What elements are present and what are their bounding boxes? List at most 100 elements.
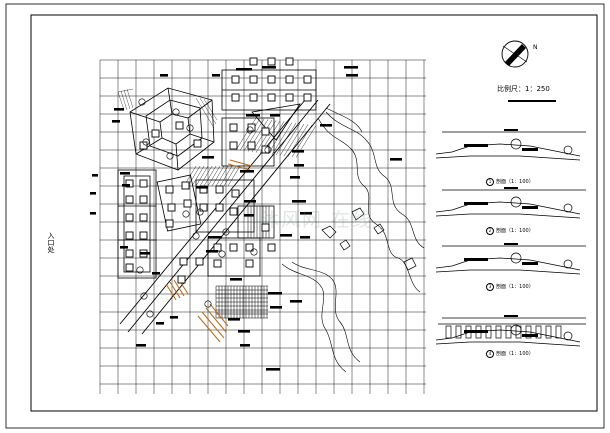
annotation-bar	[230, 278, 242, 281]
hatch-line	[187, 165, 201, 187]
section-slab	[522, 334, 538, 337]
section-column	[475, 325, 482, 339]
annotation-bar	[202, 156, 214, 159]
column-modules	[125, 57, 312, 284]
annotation-bar	[244, 200, 256, 203]
section-slab	[464, 258, 488, 261]
hatch-line	[255, 120, 277, 153]
section-caption-text-3: 剖面（1：100）	[496, 284, 534, 290]
tree-marker	[246, 126, 254, 134]
section-slab	[464, 144, 488, 147]
tree-marker	[196, 208, 204, 216]
section-caption-text-1: 剖面（1：100）	[496, 179, 534, 185]
module-square	[125, 249, 134, 258]
dense-hatch-area	[215, 206, 270, 319]
section-tag	[504, 243, 518, 245]
annotation-bar	[240, 344, 250, 347]
section-tree	[563, 203, 573, 213]
hatch-line	[267, 121, 289, 155]
annotation-bar	[280, 234, 292, 237]
annotation-bar	[292, 200, 306, 203]
hatch-line	[215, 165, 229, 187]
annotation-bar	[140, 252, 150, 255]
tree-marker	[264, 146, 272, 154]
section-column	[545, 325, 552, 339]
section-column	[495, 325, 502, 339]
section-tag	[504, 129, 518, 131]
section-tag	[504, 315, 518, 317]
north-label: N	[533, 44, 538, 51]
ramp-hatch	[183, 117, 317, 187]
hatch-line	[223, 165, 237, 187]
section-column	[555, 325, 562, 339]
module-square	[303, 75, 312, 84]
module-square	[267, 93, 276, 102]
hatch-line	[279, 123, 301, 156]
section-profile	[435, 329, 581, 343]
tree-marker	[186, 124, 194, 132]
module-square	[245, 259, 254, 268]
module-square	[139, 179, 148, 188]
tree-marker	[172, 108, 180, 116]
module-square	[267, 75, 276, 84]
module-square	[229, 123, 238, 132]
section-tag	[504, 187, 518, 189]
module-square	[125, 179, 134, 188]
section-column	[535, 325, 542, 339]
tree-marker	[222, 228, 230, 236]
module-square	[247, 141, 256, 150]
module-square	[139, 213, 148, 222]
module-square	[249, 75, 258, 84]
section-profile	[435, 143, 581, 157]
annotation-bar	[346, 74, 358, 77]
annotation-bar	[238, 330, 250, 333]
annotation-bar	[208, 236, 222, 239]
module-square	[199, 203, 208, 212]
annotation-bar	[136, 344, 146, 347]
module-square	[231, 189, 240, 198]
annotation-bar	[300, 236, 310, 239]
section-column	[505, 325, 512, 339]
tree-marker	[218, 250, 226, 258]
annotation-bar	[160, 74, 168, 77]
section-tree	[510, 252, 522, 264]
hatch-line	[199, 165, 213, 187]
stair-highlight	[165, 159, 253, 343]
module-square	[165, 219, 174, 228]
upper-building-block	[221, 69, 317, 111]
module-square	[229, 243, 238, 252]
hatch-line	[207, 165, 221, 187]
annotation-bar	[156, 322, 164, 325]
hatch-line	[243, 118, 265, 152]
module-square	[249, 57, 258, 66]
annotation-bar	[90, 192, 96, 195]
tree-marker	[142, 138, 150, 146]
module-square	[181, 181, 190, 190]
module-square	[165, 185, 174, 194]
tree-marker	[138, 98, 146, 106]
section-column	[455, 325, 462, 339]
section-drawings	[435, 129, 586, 347]
annotation-bar	[90, 212, 96, 215]
annotation-bar	[152, 272, 160, 275]
annotation-bar	[236, 68, 252, 71]
module-square	[125, 195, 134, 204]
module-square	[195, 257, 204, 266]
section-ground	[435, 269, 581, 275]
section-slab	[522, 206, 538, 209]
annotation-bar	[122, 184, 130, 187]
section-tree	[563, 331, 573, 341]
tree-marker	[192, 232, 200, 240]
scale-bar	[508, 100, 556, 102]
module-square	[139, 141, 148, 150]
module-square	[125, 263, 134, 272]
section-number-4: 4	[486, 350, 494, 358]
module-square	[215, 203, 224, 212]
annotation-bar	[268, 292, 282, 295]
module-square	[303, 93, 312, 102]
section-ground	[435, 341, 581, 347]
section-ground	[435, 213, 581, 219]
section-slab	[464, 202, 488, 205]
annotation-bar	[120, 246, 128, 249]
module-square	[179, 257, 188, 266]
